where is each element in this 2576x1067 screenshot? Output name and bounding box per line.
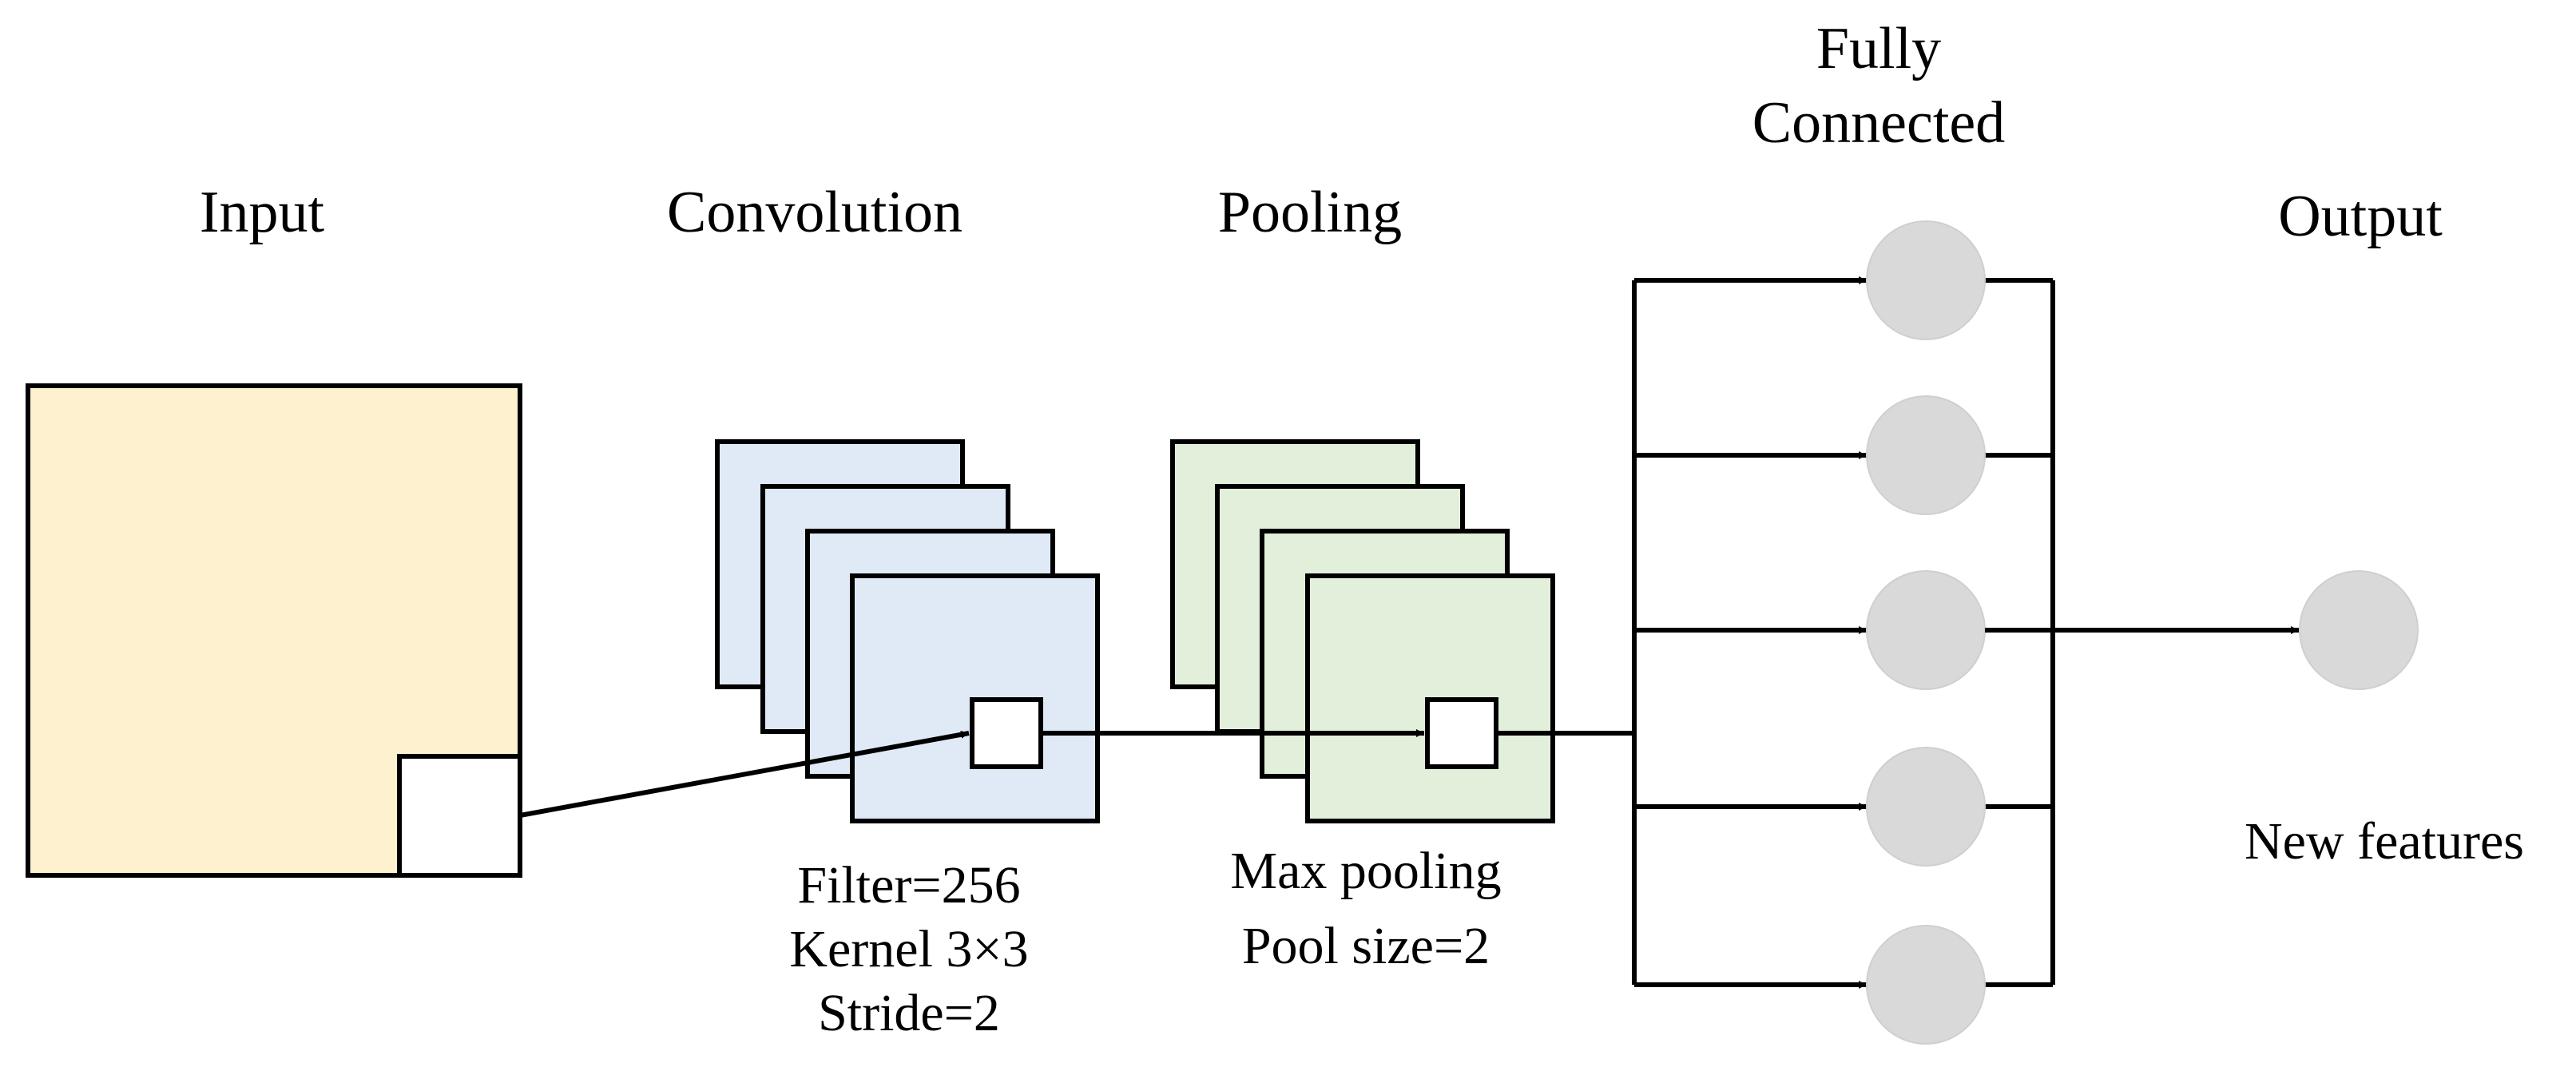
pool-method-caption: Max pooling	[1230, 842, 1501, 900]
conv-output-cell	[970, 697, 1043, 769]
fully-connected-label-line1: Fully	[1816, 16, 1941, 81]
input-to-conv-arrow	[519, 730, 970, 818]
conv-kernel-caption: Kernel 3×3	[789, 920, 1028, 978]
conv-filter-caption: Filter=256	[797, 856, 1020, 914]
fully-connected-label-line2: Connected	[1752, 90, 2005, 156]
pooling-label: Pooling	[1218, 180, 1402, 245]
convolution-label: Convolution	[667, 180, 963, 245]
pool-size-caption: Pool size=2	[1242, 917, 1490, 975]
convolution-feature-maps	[715, 439, 1100, 823]
fc-neuron	[1866, 220, 1986, 340]
input-label: Input	[200, 180, 325, 245]
output-caption: New features	[2245, 812, 2524, 871]
fc-neuron	[1866, 570, 1986, 690]
pool-output-cell	[1425, 697, 1498, 769]
fully-connected-layer	[1634, 220, 2053, 1045]
pooling-feature-maps	[1170, 439, 1555, 823]
output-block	[1985, 570, 2419, 690]
input-receptive-field	[397, 754, 522, 878]
output-neuron	[2299, 570, 2419, 690]
fc-neuron	[1866, 395, 1986, 515]
fc-neuron	[1866, 925, 1986, 1045]
fc-neuron	[1866, 747, 1986, 867]
input-block	[26, 383, 522, 878]
conv-stride-caption: Stride=2	[818, 984, 1000, 1042]
output-label: Output	[2278, 184, 2443, 249]
